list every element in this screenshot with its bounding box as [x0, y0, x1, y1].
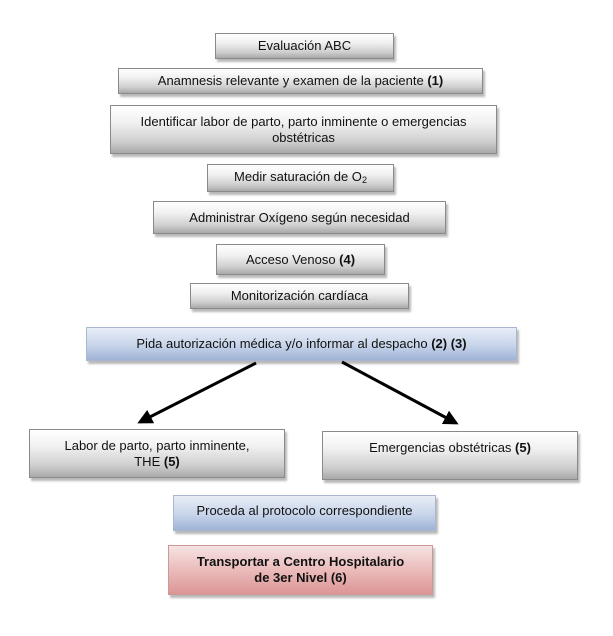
step-label: Identificar labor de parto, parto inmine… [140, 113, 467, 145]
step-medir-saturacion: Medir saturación de O2 [207, 164, 394, 192]
step-label: Administrar Oxígeno según necesidad [189, 209, 410, 225]
step-label: Acceso Venoso (4) [245, 251, 356, 267]
reference-number: (4) [339, 251, 356, 267]
reference-number: (2) (3) [431, 336, 467, 351]
arrow-left [137, 361, 257, 424]
step-monitorizacion: Monitorización cardíaca [190, 283, 409, 309]
step-administrar-oxigeno: Administrar Oxígeno según necesidad [153, 201, 446, 234]
step-label: Proceda al protocolo correspondiente [196, 503, 413, 518]
step-protocolo: Proceda al protocolo correspondiente [173, 495, 436, 531]
step-label: Evaluación ABC [257, 38, 352, 53]
step-identificar: Identificar labor de parto, parto inmine… [110, 105, 497, 154]
step-label: Medir saturación de O2 [234, 168, 367, 185]
step-label: Anamnesis relevante y examen de la pacie… [157, 73, 444, 88]
step-acceso-venoso: Acceso Venoso (4) [216, 244, 385, 275]
reference-number: (5) [163, 453, 180, 469]
step-label: Pida autorización médica y/o informar al… [136, 336, 467, 351]
reference-number: (1) [427, 73, 444, 88]
branch-label-line1: Labor de parto, parto inminente, [64, 437, 250, 453]
branch-labor-parto: Labor de parto, parto inminente, THE (5) [29, 429, 285, 478]
step-label: Monitorización cardíaca [230, 288, 369, 303]
branch-emergencias: Emergencias obstétricas (5) [322, 431, 578, 480]
step-evaluacion-abc: Evaluación ABC [215, 33, 394, 59]
transport-label-line1: Transportar a Centro Hospitalario [196, 554, 405, 569]
branch-label: Emergencias obstétricas (5) [369, 440, 531, 455]
step-autorizacion: Pida autorización médica y/o informar al… [86, 327, 517, 361]
step-anamnesis: Anamnesis relevante y examen de la pacie… [118, 68, 483, 94]
transport-label-line2: de 3er Nivel (6) [254, 570, 347, 585]
arrow-right [341, 360, 459, 425]
branch-label-line2: THE (5) [134, 453, 180, 469]
reference-number: (5) [515, 440, 531, 455]
step-transportar: Transportar a Centro Hospitalario de 3er… [168, 545, 433, 595]
